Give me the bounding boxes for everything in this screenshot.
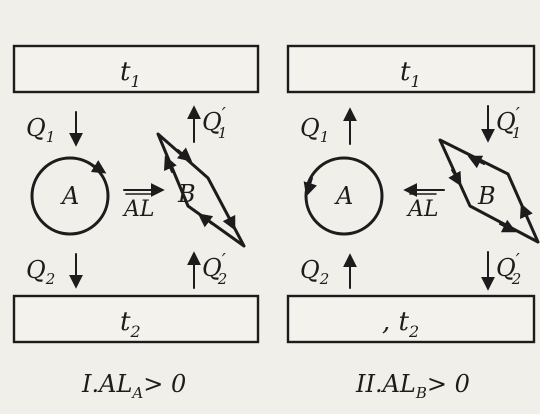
engine-a-direction-arrow: [87, 160, 107, 174]
engine-b-direction-arrow-4: [519, 203, 533, 221]
panel-1-caption: I.ALA> 0: [81, 370, 186, 402]
heat-b-bottom-label: Q′2: [202, 250, 227, 288]
cold-reservoir-box: [12, 294, 260, 344]
heat-in-a-label: Q1: [26, 114, 55, 146]
hot-reservoir-box: [12, 44, 260, 94]
cold-reservoir-box: [286, 294, 536, 344]
engine-b-direction-arrow-3: [197, 213, 214, 228]
engine-a-direction-arrow: [303, 177, 318, 197]
panel-2: t1 , t2 Q1 A Q2 AL B Q′1 Q′2 II.ALB> 0: [286, 44, 540, 402]
cold-reservoir-label: , t2: [382, 307, 419, 341]
heat-b-top-label: Q′1: [202, 104, 227, 142]
engine-a-circle: [30, 156, 110, 236]
hot-reservoir-label: t1: [400, 57, 421, 91]
panel-1: t1 t2 Q1 A Q2 AL B Q′1 Q′2 I.ALA> 0: [12, 44, 260, 402]
heat-out-a-label: Q2: [300, 256, 329, 288]
engine-b-direction-arrow-3: [499, 219, 517, 233]
work-label: AL: [122, 197, 155, 222]
heat-b-top-label: Q′1: [496, 104, 521, 142]
cold-reservoir-label: t2: [120, 307, 141, 341]
heat-in-a-label: Q1: [300, 114, 329, 146]
engine-b-label: B: [477, 182, 496, 210]
work-label: AL: [406, 197, 439, 222]
engine-b-direction-arrow-4: [163, 155, 177, 173]
heat-b-bottom-label: Q′2: [496, 250, 521, 288]
engine-a-label: A: [60, 182, 79, 210]
engine-b-label: B: [177, 180, 196, 208]
engine-b-direction-arrow-1: [467, 155, 485, 169]
hot-reservoir-label: t1: [120, 57, 141, 91]
engine-b-direction-arrow-1: [176, 147, 193, 162]
engine-b-direction-arrow-2: [222, 211, 236, 231]
engine-b-direction-arrow-2: [448, 169, 462, 187]
engine-b-cycle: [156, 132, 246, 248]
heat-out-a-label: Q2: [26, 256, 55, 288]
panel-2-caption: II.ALB> 0: [355, 370, 470, 402]
hot-reservoir-box: [286, 44, 536, 94]
engine-a-label: A: [334, 182, 353, 210]
